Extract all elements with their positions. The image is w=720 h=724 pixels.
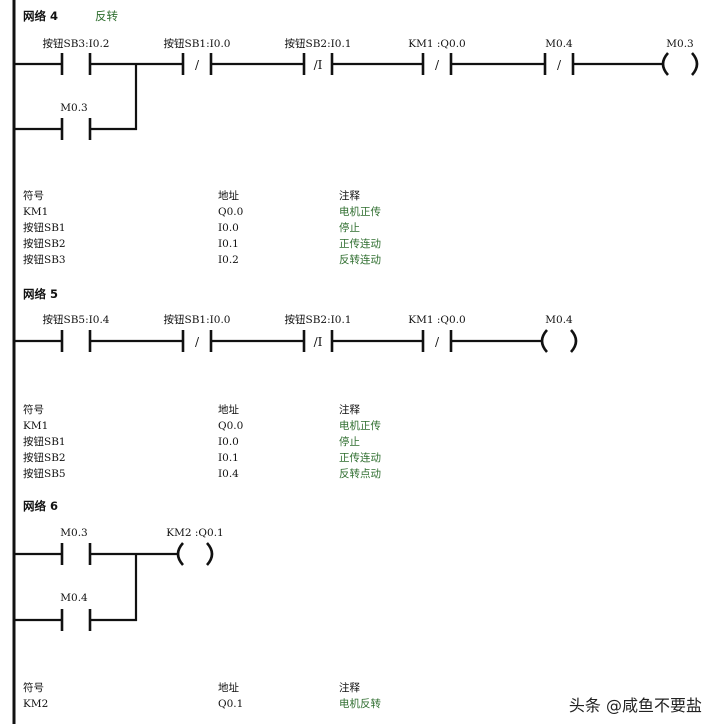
n4-contact-sb1-glyph: / [195,58,200,72]
n5-coil-m04-left-arc [540,329,548,353]
header-symbol: 符号 [23,404,44,416]
symbol-cell: 按钮SB2 [23,238,66,250]
n6-coil-km2-label: KM2 :Q0.1 [166,527,224,539]
symbol-cell: KM1 [23,420,49,432]
n5-contact-sb2-glyph: /I [314,335,323,349]
comment-cell: 电机反转 [339,698,381,710]
comment-cell: 电机正传 [339,420,381,432]
header-comment: 注释 [339,190,360,202]
n5-contact-km1-label: KM1 :Q0.0 [408,314,466,326]
comment-cell: 停止 [339,436,360,448]
n5-contact-sb1-label: 按钮SB1:I0.0 [163,314,231,326]
comment-cell: 正传连动 [339,452,381,464]
address-cell: Q0.1 [218,698,244,710]
header-comment: 注释 [339,682,360,694]
header-address: 地址 [218,190,239,202]
address-cell: Q0.0 [218,206,244,218]
n4-coil-m03-left-arc [661,52,669,76]
n4-contact-sb1-label: 按钮SB1:I0.0 [163,38,231,50]
network-6-title: 网络 6 [23,499,59,513]
comment-cell: 停止 [339,222,360,234]
n4-contact-m03-label: M0.3 [60,102,88,114]
address-cell: I0.2 [218,254,239,266]
comment-cell: 反转点动 [339,468,381,480]
address-cell: I0.4 [218,468,239,480]
network-4-comment: 反转 [95,9,118,23]
comment-cell: 正传连动 [339,238,381,250]
watermark: 头条 @咸鱼不要盐 [568,696,702,715]
header-address: 地址 [218,682,239,694]
symbol-cell: 按钮SB5 [23,468,66,480]
comment-cell: 反转连动 [339,254,381,266]
network-5-title: 网络 5 [23,287,59,301]
n4-contact-sb3-label: 按钮SB3:I0.2 [42,38,110,50]
symbol-cell: 按钮SB1 [23,222,66,234]
symbol-cell: 按钮SB1 [23,436,66,448]
n4-coil-m03-right-arc [691,52,699,76]
symbol-cell: 按钮SB2 [23,452,66,464]
n4-coil-m03-label: M0.3 [666,38,694,50]
n5-coil-m04-right-arc [570,329,578,353]
n5-coil-m04-label: M0.4 [545,314,573,326]
header-comment: 注释 [339,404,360,416]
n5-contact-km1-glyph: / [435,335,440,349]
comment-cell: 电机正传 [339,206,381,218]
n4-contact-km1-glyph: / [435,58,440,72]
header-symbol: 符号 [23,682,44,694]
n6-coil-km2-right-arc [206,542,214,566]
header-address: 地址 [218,404,239,416]
address-cell: I0.1 [218,452,239,464]
address-cell: I0.0 [218,222,239,234]
n5-contact-sb1-glyph: / [195,335,200,349]
symbol-cell: KM1 [23,206,49,218]
n4-contact-m04-label: M0.4 [545,38,573,50]
header-symbol: 符号 [23,190,44,202]
n4-contact-sb2-label: 按钮SB2:I0.1 [284,38,352,50]
network-4-title: 网络 4 [23,9,59,23]
address-cell: I0.0 [218,436,239,448]
address-cell: Q0.0 [218,420,244,432]
symbol-cell: 按钮SB3 [23,254,66,266]
n4-contact-km1-label: KM1 :Q0.0 [408,38,466,50]
n4-contact-m04-glyph: / [557,58,562,72]
n6-contact-m03-label: M0.3 [60,527,88,539]
n6-coil-km2-left-arc [176,542,184,566]
n4-contact-sb2-glyph: /I [314,58,323,72]
n5-contact-sb5-label: 按钮SB5:I0.4 [42,314,110,326]
n6-contact-m04-label: M0.4 [60,592,88,604]
address-cell: I0.1 [218,238,239,250]
symbol-cell: KM2 [23,698,49,710]
n5-contact-sb2-label: 按钮SB2:I0.1 [284,314,352,326]
